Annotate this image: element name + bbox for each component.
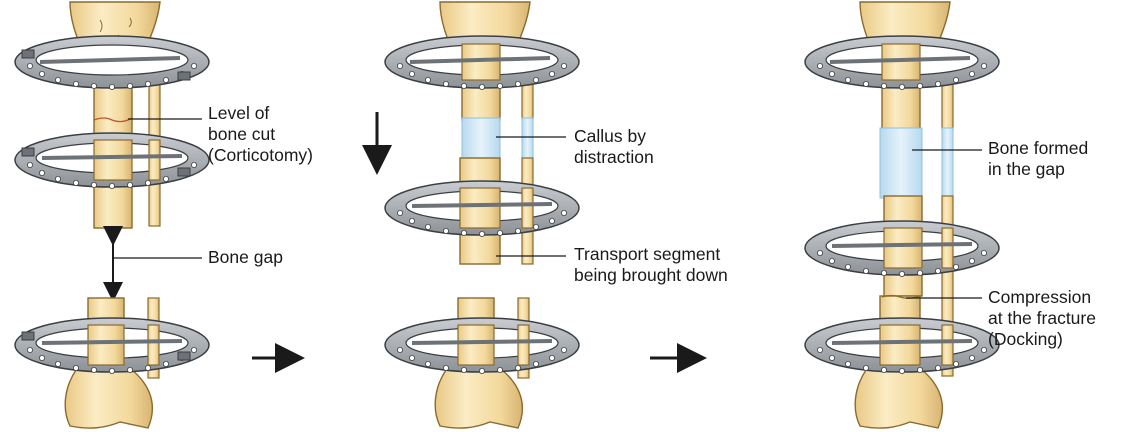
panel-stage-3: [805, 2, 999, 428]
fixator-ring-top-3: [805, 36, 999, 90]
label-transport-segment: Transport segment being brought down: [574, 244, 728, 286]
regenerate-bone: [880, 128, 922, 198]
fixator-ring-bottom: [15, 318, 209, 374]
lower-bone-block: [15, 298, 209, 428]
panel-stage-1: [15, 2, 209, 428]
label-bone-formed-in-gap: Bone formed in the gap: [988, 138, 1088, 180]
fixator-ring-middle-2: [385, 181, 579, 237]
fixator-ring-bottom-3: [805, 318, 999, 374]
label-compression-docking: Compression at the fracture (Docking): [988, 287, 1096, 350]
fixator-ring-bottom-2: [385, 318, 579, 374]
fixator-ring-middle-3: [805, 221, 999, 277]
fixator-ring-middle: [15, 133, 209, 189]
panel-stage-2: [377, 2, 579, 428]
label-callus-by-distraction: Callus by distraction: [574, 126, 654, 168]
upper-bone-block: [15, 2, 209, 228]
label-level-of-bone-cut: Level of bone cut (Corticotomy): [208, 103, 313, 166]
callus-zone: [462, 118, 500, 158]
fixator-ring-top: [15, 36, 209, 90]
fixator-ring-top-2: [385, 36, 579, 90]
label-bone-gap: Bone gap: [208, 247, 283, 268]
tibia-distal-end: [65, 370, 152, 428]
